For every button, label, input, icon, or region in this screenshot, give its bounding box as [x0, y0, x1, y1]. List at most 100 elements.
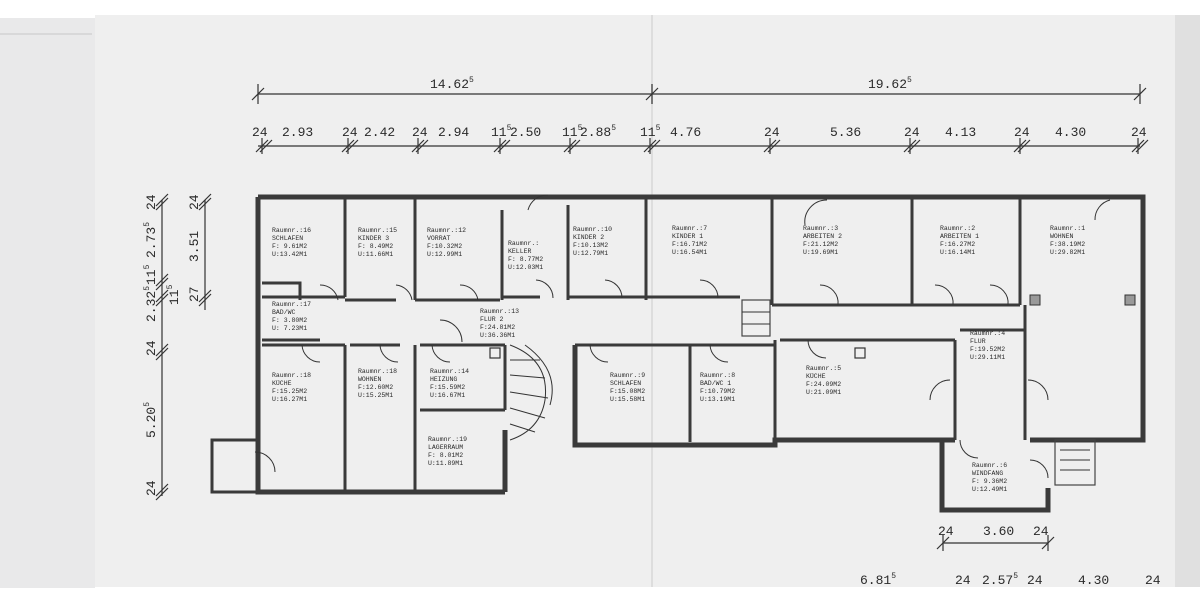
svg-text:F:21.12M2: F:21.12M2	[803, 241, 838, 248]
svg-text:Raumnr.:12: Raumnr.:12	[427, 227, 466, 234]
svg-text:U:12.79M1: U:12.79M1	[573, 250, 608, 257]
svg-text:F: 3.80M2: F: 3.80M2	[272, 317, 307, 324]
segment-dimension-line	[255, 138, 1149, 154]
segment-dim-label: 2.93	[282, 125, 313, 140]
segment-dim-label: 115	[562, 124, 583, 140]
svg-text:VORRAT: VORRAT	[427, 235, 451, 242]
svg-text:F: 8.01M2: F: 8.01M2	[428, 452, 463, 459]
svg-text:BAD/WC 1: BAD/WC 1	[700, 380, 731, 387]
svg-text:U:16.14M1: U:16.14M1	[940, 249, 975, 256]
svg-text:U:19.69M1: U:19.69M1	[803, 249, 838, 256]
svg-text:U:12.03M1: U:12.03M1	[508, 264, 543, 271]
svg-text:Raumnr.:19: Raumnr.:19	[428, 436, 467, 443]
segment-dim-label: 24	[342, 125, 358, 140]
left-dim-label: 24	[187, 194, 202, 210]
bottom-dim-24-right: 24	[1033, 524, 1049, 539]
svg-text:Raumnr.:4: Raumnr.:4	[970, 330, 1005, 337]
svg-text:Raumnr.:18: Raumnr.:18	[358, 368, 397, 375]
left-dim-label: 24	[144, 194, 159, 210]
svg-text:Raumnr.:8: Raumnr.:8	[700, 372, 735, 379]
svg-text:F:15.08M2: F:15.08M2	[610, 388, 645, 395]
footer-dimensions: 6.815 24 2.575 24 4.30 24	[860, 572, 1161, 588]
svg-text:F:15.59M2: F:15.59M2	[430, 384, 465, 391]
svg-text:F: 9.61M2: F: 9.61M2	[272, 243, 307, 250]
svg-text:Raumnr.:1: Raumnr.:1	[1050, 225, 1085, 232]
svg-text:U:16.67M1: U:16.67M1	[430, 392, 465, 399]
svg-text:F:24.81M2: F:24.81M2	[480, 324, 515, 331]
overall-dim-right: 19.625	[868, 76, 912, 92]
spiral-staircase	[509, 344, 553, 441]
svg-text:24: 24	[1145, 573, 1161, 588]
svg-text:F: 8.49M2: F: 8.49M2	[358, 243, 393, 250]
left-dim-label: 27	[187, 286, 202, 302]
svg-text:U:12.49M1: U:12.49M1	[972, 486, 1007, 493]
svg-text:KELLER: KELLER	[508, 248, 532, 255]
segment-dim-label: 4.13	[945, 125, 976, 140]
svg-text:ARBEITEN 1: ARBEITEN 1	[940, 233, 979, 240]
svg-text:24: 24	[955, 573, 971, 588]
svg-text:F:10.79M2: F:10.79M2	[700, 388, 735, 395]
svg-text:KÜCHE: KÜCHE	[806, 372, 826, 380]
segment-dim-label: 5.36	[830, 125, 861, 140]
svg-text:F:19.52M2: F:19.52M2	[970, 346, 1005, 353]
svg-text:U:11.66M1: U:11.66M1	[358, 251, 393, 258]
svg-text:BAD/WC: BAD/WC	[272, 309, 296, 316]
left-dim-label: 2.325	[143, 286, 159, 322]
svg-text:FLUR: FLUR	[970, 338, 986, 345]
svg-text:Raumnr.:: Raumnr.:	[508, 240, 539, 247]
left-dim-label: 5.205	[143, 402, 159, 438]
svg-text:Raumnr.:7: Raumnr.:7	[672, 225, 707, 232]
segment-dim-label: 115	[491, 124, 512, 140]
segment-dim-label: 4.76	[670, 125, 701, 140]
svg-text:F:16.71M2: F:16.71M2	[672, 241, 707, 248]
svg-text:Raumnr.:5: Raumnr.:5	[806, 365, 841, 372]
segment-dim-label: 2.94	[438, 125, 469, 140]
bottom-dim-3-60: 3.60	[983, 524, 1014, 539]
svg-text:F:12.60M2: F:12.60M2	[358, 384, 393, 391]
left-dim-label: 24	[144, 480, 159, 496]
svg-text:F:15.25M2: F:15.25M2	[272, 388, 307, 395]
svg-text:WOHNEN: WOHNEN	[1050, 233, 1074, 240]
svg-text:U:11.89M1: U:11.89M1	[428, 460, 463, 467]
door-swings	[254, 194, 1111, 479]
segment-dim-label: 24	[1014, 125, 1030, 140]
bottom-dim-24-left: 24	[938, 524, 954, 539]
segment-dim-label: 24	[904, 125, 920, 140]
svg-text:U:15.25M1: U:15.25M1	[358, 392, 393, 399]
overall-dimension-line	[251, 84, 1147, 104]
segment-dim-label: 4.30	[1055, 125, 1086, 140]
bottom-dimension-line	[936, 535, 1055, 551]
segment-dim-label: 24	[412, 125, 428, 140]
svg-text:KINDER 1: KINDER 1	[672, 233, 703, 240]
svg-text:F: 8.77M2: F: 8.77M2	[508, 256, 543, 263]
building-walls	[210, 194, 1146, 513]
svg-text:Raumnr.:2: Raumnr.:2	[940, 225, 975, 232]
svg-text:F:10.13M2: F:10.13M2	[573, 242, 608, 249]
svg-text:Raumnr.:16: Raumnr.:16	[272, 227, 311, 234]
svg-text:U:21.09M1: U:21.09M1	[806, 389, 841, 396]
svg-text:WINDFANG: WINDFANG	[972, 470, 1003, 477]
svg-text:LAGERRAUM: LAGERRAUM	[428, 444, 463, 451]
svg-text:U:12.99M1: U:12.99M1	[427, 251, 462, 258]
segment-dim-label: 115	[640, 124, 661, 140]
svg-text:Raumnr.:13: Raumnr.:13	[480, 308, 519, 315]
left-dimension-lines	[155, 193, 212, 501]
svg-text:U:16.54M1: U:16.54M1	[672, 249, 707, 256]
svg-text:WOHNEN: WOHNEN	[358, 376, 382, 383]
svg-text:U:13.19M1: U:13.19M1	[700, 396, 735, 403]
svg-text:SCHLAFEN: SCHLAFEN	[272, 235, 303, 242]
left-paper-sheet	[0, 18, 95, 588]
svg-text:Raumnr.:9: Raumnr.:9	[610, 372, 645, 379]
